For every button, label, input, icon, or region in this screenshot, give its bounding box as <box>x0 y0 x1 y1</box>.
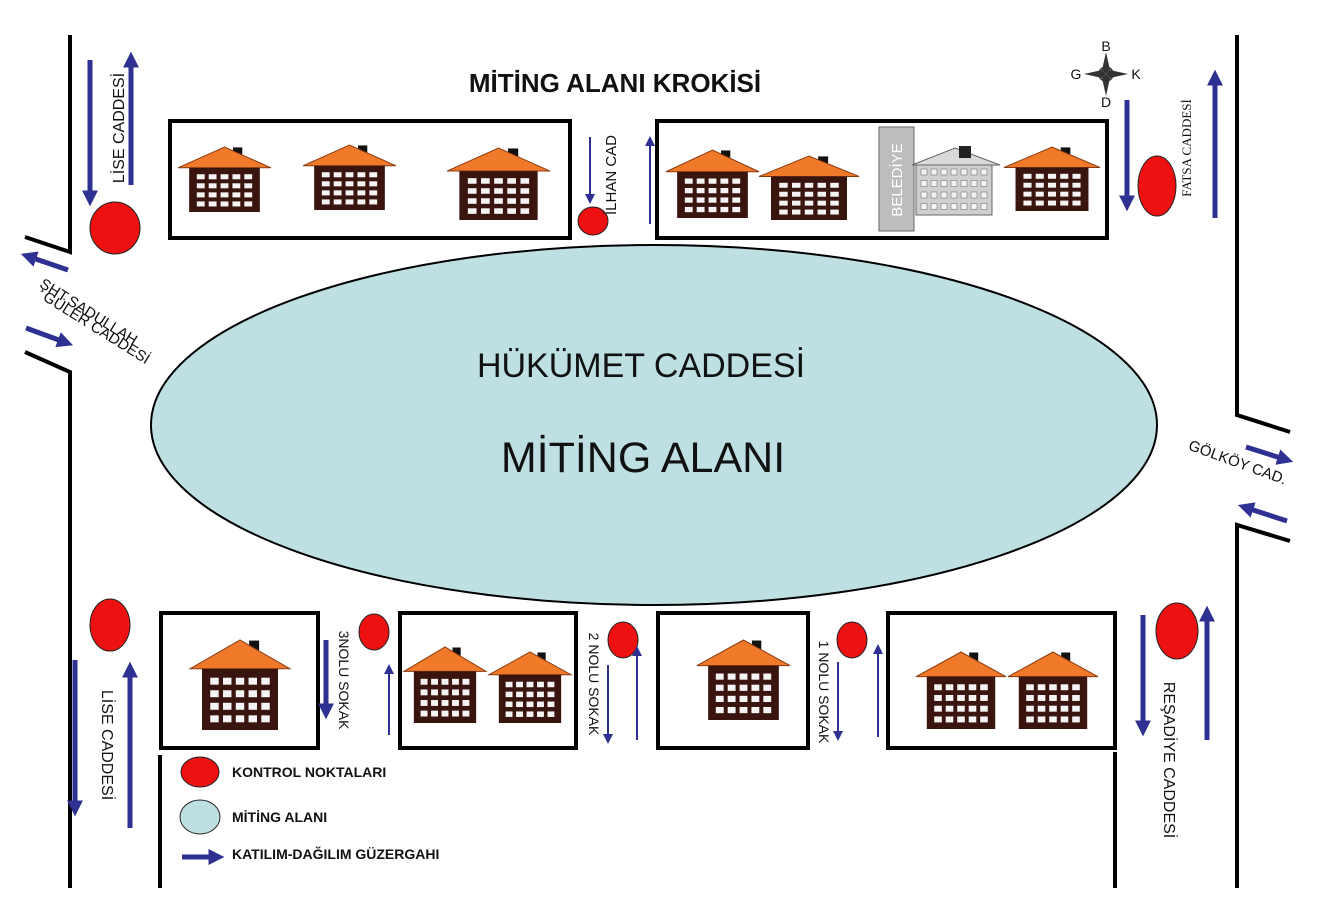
compass-north: B <box>1101 38 1110 54</box>
legend-rally-area-label: MİTİNG ALANI <box>232 809 327 825</box>
road-edge-west-bottom <box>24 350 72 888</box>
road-edge-east-bottom <box>1235 522 1291 888</box>
control-point <box>836 621 868 659</box>
block-south-2 <box>398 611 578 750</box>
street-label-sokak-2: 2 NOLU SOKAK <box>586 633 602 736</box>
block-north-west <box>168 119 572 240</box>
street-label-sadullah-2: GÜLER CADDESİ <box>40 288 153 368</box>
legend-rally-area-swatch <box>179 799 221 835</box>
compass-west: G <box>1071 66 1082 82</box>
street-label-golkoy: GÖLKÖY CAD. <box>1186 436 1289 488</box>
block-south-4 <box>886 611 1117 750</box>
control-point <box>607 621 639 659</box>
block-south-3 <box>656 611 810 750</box>
legend-control-points-label: KONTROL NOKTALARI <box>232 764 386 780</box>
route-arrows <box>20 51 1294 828</box>
house-icon <box>665 149 760 218</box>
control-point <box>89 201 141 255</box>
control-points <box>89 155 1199 660</box>
street-label-resadiye: REŞADİYE CADDESİ <box>1160 682 1179 838</box>
control-point <box>358 613 390 651</box>
route-arrow <box>1245 444 1294 465</box>
street-label-lise-bottom: LİSE CADDESİ <box>98 690 117 800</box>
legend-route-label: KATILIM-DAĞILIM GÜZERGAHI <box>232 845 439 862</box>
road-edge-east-top <box>1235 35 1291 434</box>
legend: KONTROL NOKTALARI MİTİNG ALANI KATILIM-D… <box>179 756 439 866</box>
house-icon <box>1007 651 1099 729</box>
route-arrow <box>20 251 69 273</box>
belediye-building <box>911 146 1001 216</box>
compass-east: K <box>1131 66 1141 82</box>
house-icon <box>446 147 551 220</box>
house-icon <box>487 651 573 723</box>
block-south-1 <box>159 611 320 750</box>
house-icon <box>177 146 272 212</box>
road-edges <box>24 35 1291 888</box>
belediye-label-box: BELEDİYE <box>878 126 915 232</box>
house-icon <box>302 144 397 210</box>
house-icon <box>1003 146 1101 211</box>
control-point <box>577 206 609 236</box>
plaza-area-name: MİTİNG ALANI <box>501 434 785 482</box>
street-label-sokak-3: 3NOLU SOKAK <box>336 631 352 730</box>
house-icon <box>402 646 488 723</box>
route-arrow <box>25 325 74 348</box>
house-icon <box>696 639 791 720</box>
compass-rose-icon: B G K D <box>1071 38 1142 110</box>
route-arrow <box>1237 502 1288 524</box>
house-icon <box>188 639 292 730</box>
street-label-ilhan: İLHAN CAD <box>602 135 620 215</box>
compass-south: D <box>1101 94 1111 110</box>
city-blocks <box>159 119 1117 750</box>
houses <box>177 144 1101 730</box>
map-title: MİTİNG ALANI KROKİSİ <box>469 68 761 98</box>
control-point <box>1155 602 1199 660</box>
road-edge-west-top <box>24 35 72 255</box>
rally-plaza-ellipse <box>150 244 1158 606</box>
block-north-east <box>655 119 1109 240</box>
street-label-lise-top: LİSE CADDESİ <box>109 73 128 183</box>
belediye-label: BELEDİYE <box>888 143 906 216</box>
house-icon <box>758 155 860 220</box>
control-point <box>89 598 131 652</box>
street-label-fatsa: FATSA CADDESİ <box>1179 99 1194 197</box>
street-label-sokak-1: 1 NOLU SOKAK <box>816 641 832 744</box>
legend-control-point-swatch <box>180 756 220 788</box>
house-icon <box>915 651 1007 729</box>
control-point <box>1137 155 1177 217</box>
plaza-street-name: HÜKÜMET CADDESİ <box>477 347 805 385</box>
